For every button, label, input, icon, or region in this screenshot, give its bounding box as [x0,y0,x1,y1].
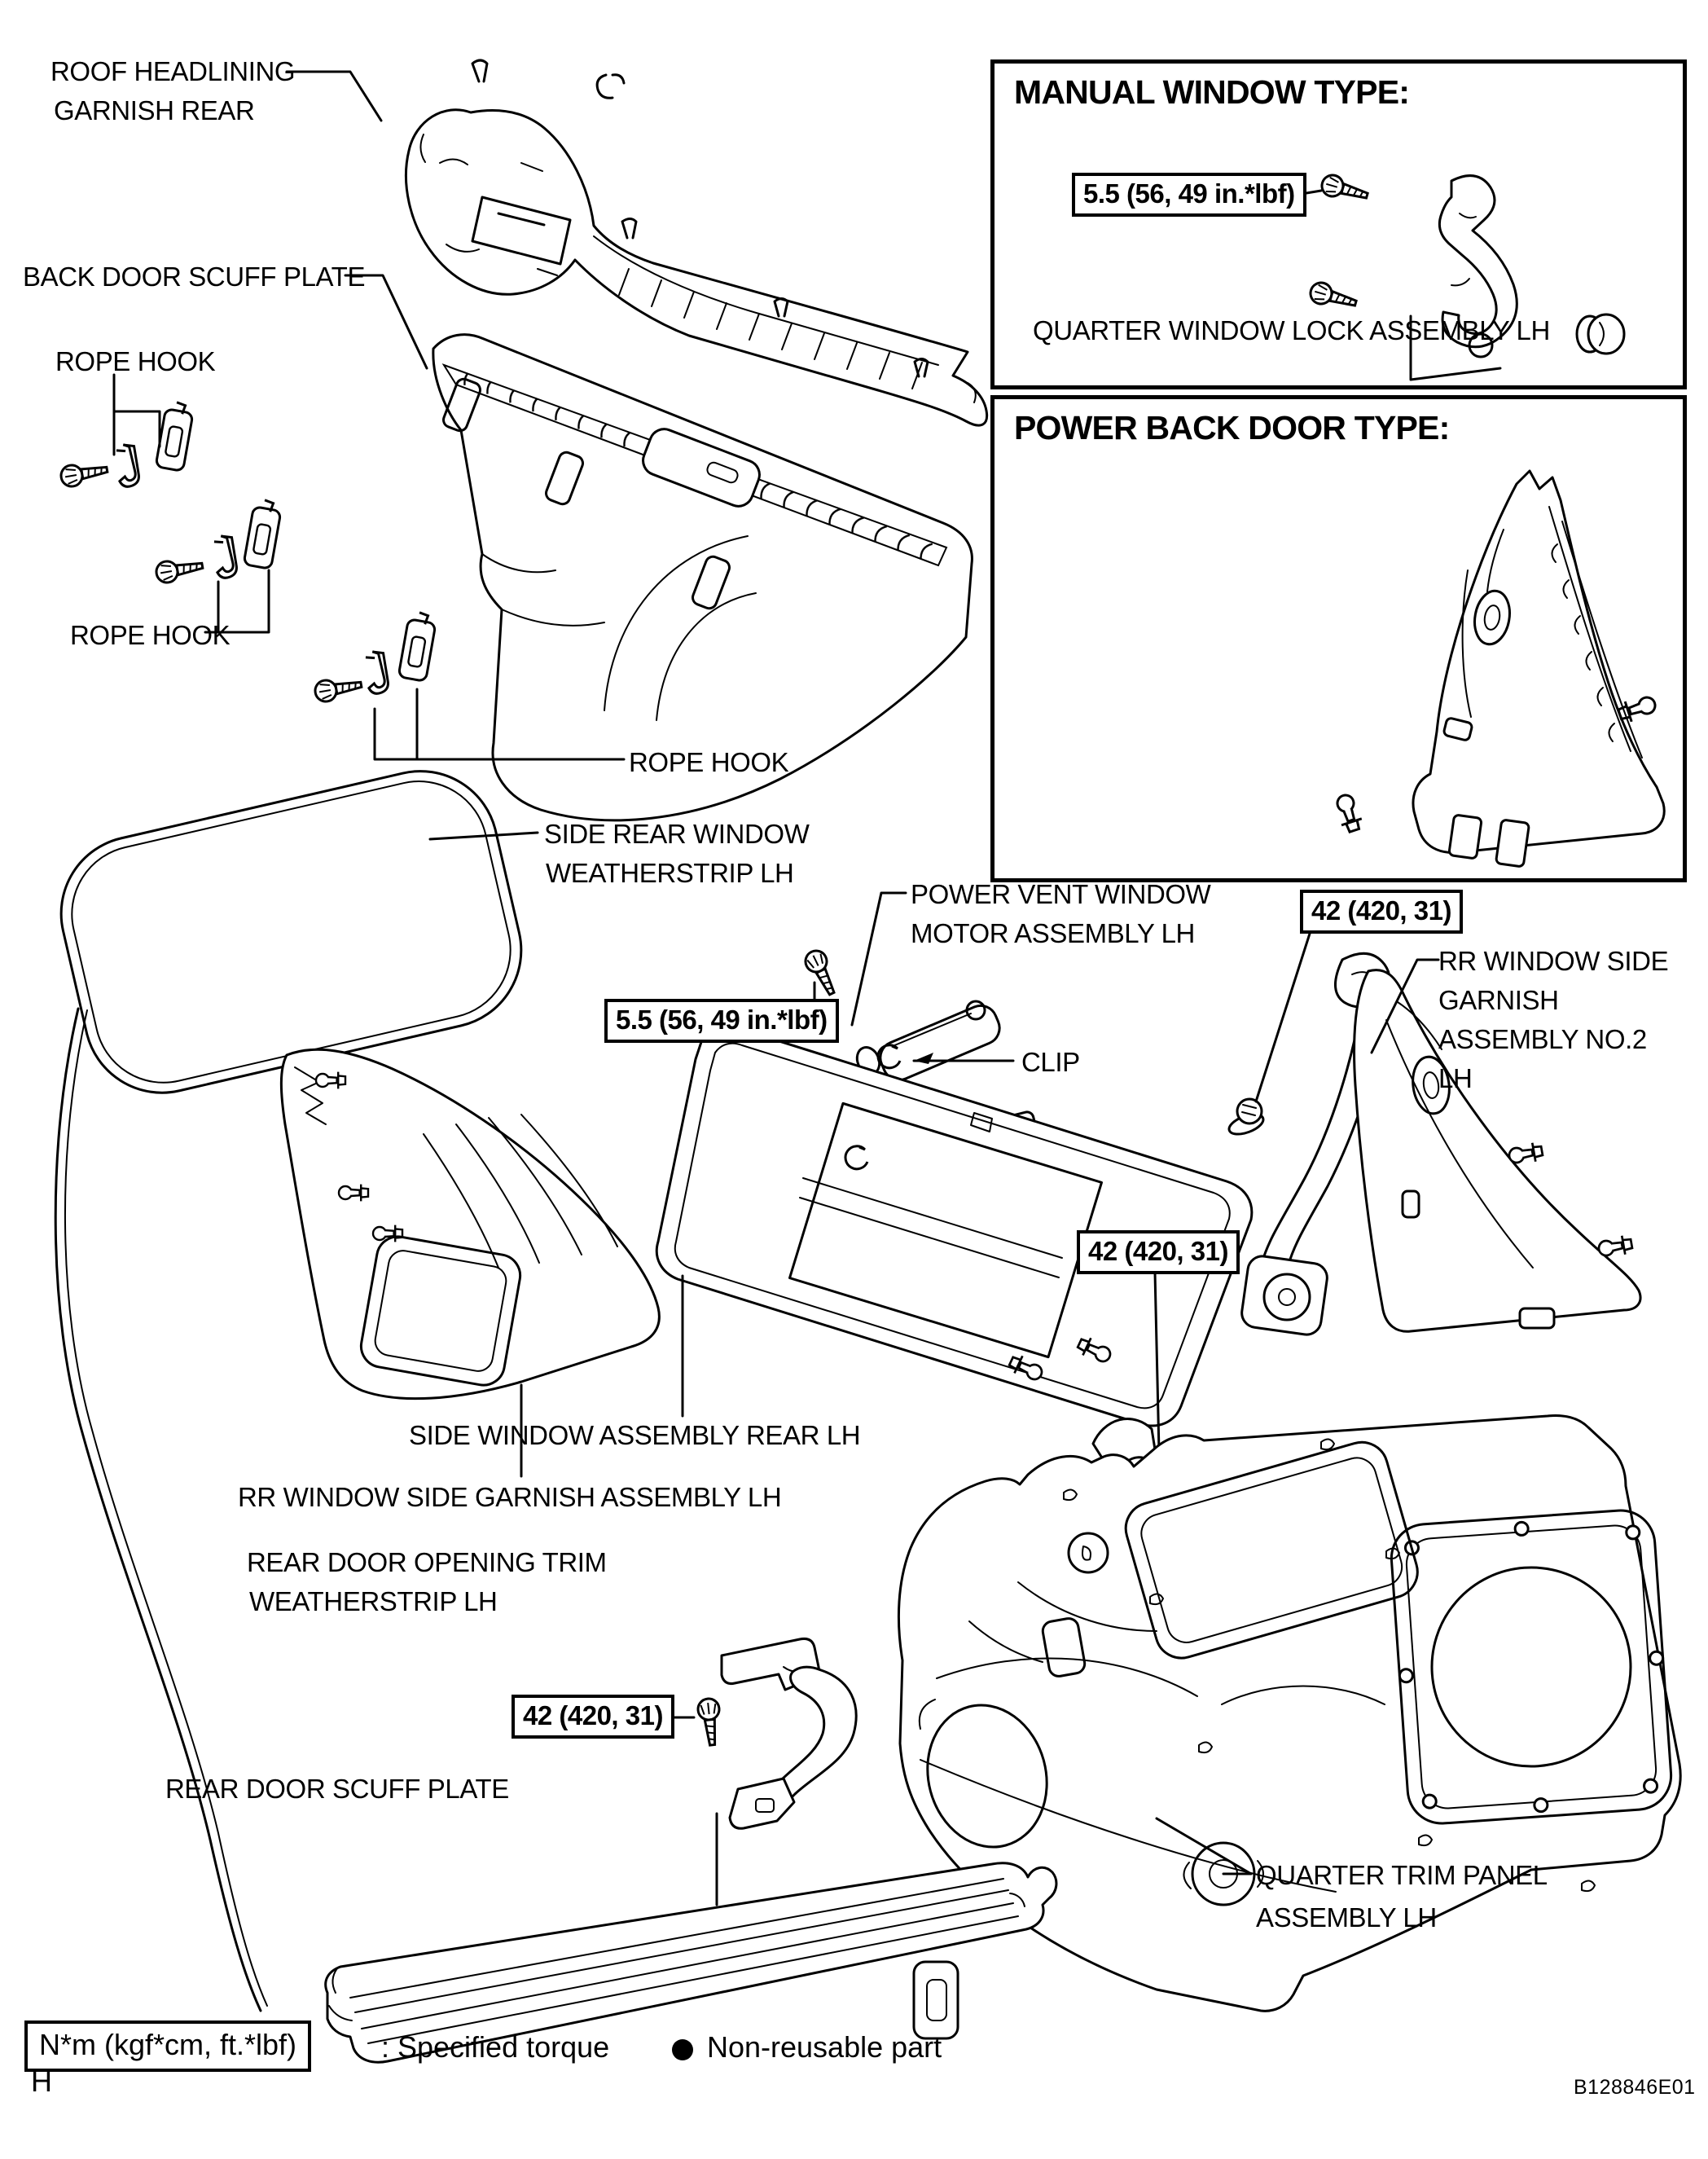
label-rope-hook-1: ROPE HOOK [55,346,216,376]
label-quarter-trim-1: QUARTER TRIM PANEL [1256,1860,1548,1890]
quarter-window-lock-drawing [1300,171,1626,381]
label-rear-door-opening-2: WEATHERSTRIP LH [249,1586,498,1616]
rr-garnish-no2-drawing [1353,958,1642,1333]
side-window-glass-drawing [635,1006,1254,1427]
roof-headlining-garnish-drawing [404,59,989,427]
power-back-door-garnish-drawing [1332,469,1666,868]
label-rope-hook-2: ROPE HOOK [70,620,231,650]
manual-window-type-title: MANUAL WINDOW TYPE: [1014,73,1410,111]
label-rr-garnish-lh: RR WINDOW SIDE GARNISH ASSEMBLY LH [238,1482,782,1512]
label-rr-garnish-no2-2: GARNISH [1438,985,1559,1015]
top-label-leaders [285,70,428,370]
quarter-trim-panel-drawing [897,1414,1682,2040]
rear-door-scuff-plate-drawing [324,1812,1058,2064]
rear-door-opening-weatherstrip-drawing [54,1007,268,2012]
label-power-vent-1: POWER VENT WINDOW [911,879,1211,909]
rr-garnish-lh-drawing [279,1048,661,1478]
torque-box-vent-motor: 5.5 (56, 49 in.*lbf) [604,999,839,1043]
label-roof-headlining-2: GARNISH REAR [54,95,255,125]
legend-specified-torque: : Specified torque [381,2030,610,2064]
power-back-door-type-title: POWER BACK DOOR TYPE: [1014,409,1450,446]
label-clip: CLIP [1021,1047,1080,1077]
label-rope-hook-3: ROPE HOOK [629,747,789,777]
label-rr-garnish-no2-1: RR WINDOW SIDE [1438,946,1669,976]
manual-window-type-box: MANUAL WINDOW TYPE: [990,59,1687,389]
label-rr-garnish-no2-4: LH [1438,1063,1473,1093]
power-back-door-type-box: POWER BACK DOOR TYPE: [990,395,1687,882]
label-quarter-trim-2: ASSEMBLY LH [1256,1902,1437,1933]
figure-code: B128846E01 [1574,2076,1696,2099]
legend-non-reusable: Non-reusable part [707,2030,942,2064]
page-marker: H [31,2064,52,2098]
label-roof-headlining-1: ROOF HEADLINING [50,56,296,86]
label-rear-door-opening-1: REAR DOOR OPENING TRIM [247,1547,607,1577]
label-back-door-scuff-plate: BACK DOOR SCUFF PLATE [23,262,366,292]
scuff-bracket-drawing [665,1638,858,1830]
label-rear-door-scuff-plate: REAR DOOR SCUFF PLATE [165,1774,509,1804]
back-door-scuff-plate-drawing [432,333,973,822]
legend-torque-unit-box: N*m (kgf*cm, ft.*lbf) [24,2020,312,2072]
label-rr-garnish-no2-3: ASSEMBLY NO.2 [1438,1024,1647,1054]
label-power-vent-2: MOTOR ASSEMBLY LH [911,918,1195,948]
label-side-window-assembly: SIDE WINDOW ASSEMBLY REAR LH [409,1420,861,1450]
label-side-rear-weatherstrip-1: SIDE REAR WINDOW [544,819,810,849]
torque-box-manual-lock: 5.5 (56, 49 in.*lbf) [1072,173,1306,217]
non-reusable-dot-icon [672,2039,693,2060]
label-quarter-window-lock: QUARTER WINDOW LOCK ASSEMBLY LH [1033,315,1550,345]
rope-hook-leader-lines [112,373,626,761]
label-side-rear-weatherstrip-2: WEATHERSTRIP LH [546,858,794,888]
seat-belt-drawing [1227,932,1391,1336]
torque-box-scuff-bracket: 42 (420, 31) [512,1695,674,1739]
torque-box-belt-lower: 42 (420, 31) [1077,1230,1240,1274]
torque-box-belt-upper: 42 (420, 31) [1300,890,1463,934]
